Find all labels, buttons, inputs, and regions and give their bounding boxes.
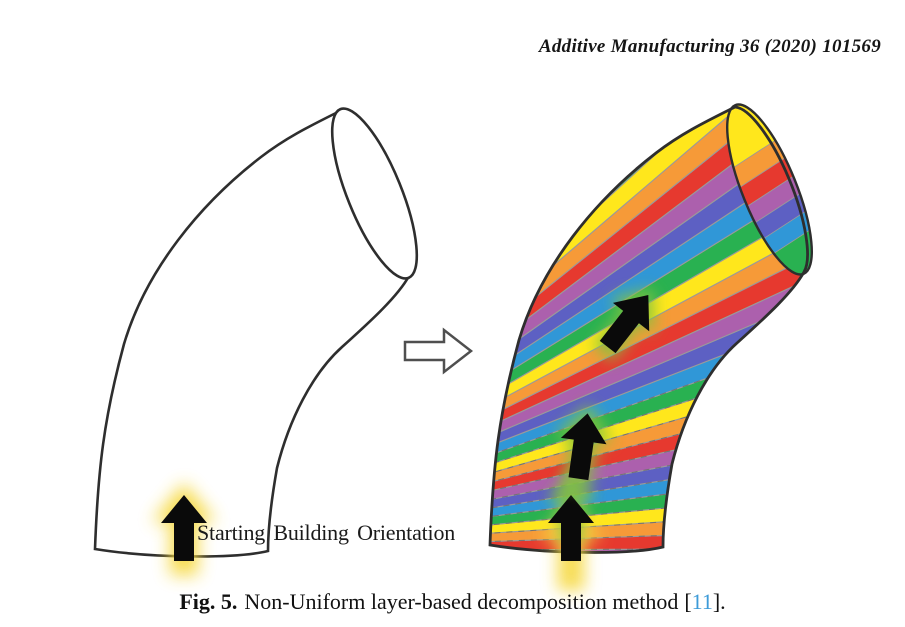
- starting-orientation-label: Starting Building Orientation: [197, 520, 456, 545]
- citation-bracket-open: [: [684, 589, 692, 614]
- build-arrow-bottom-icon: [548, 495, 594, 561]
- build-arrow-top-icon: [599, 294, 650, 354]
- citation-link[interactable]: 11: [691, 589, 713, 614]
- figure-caption: Fig. 5.Non-Uniform layer-based decomposi…: [0, 589, 905, 615]
- left-tube-outline: [93, 107, 419, 576]
- figure-caption-text: Non-Uniform layer-based decomposition me…: [244, 589, 679, 614]
- build-arrow-middle-icon: [560, 413, 607, 481]
- transform-arrow-icon: [403, 327, 474, 375]
- journal-header: Additive Manufacturing 36 (2020) 101569: [538, 36, 881, 57]
- citation-bracket-close: ].: [712, 589, 726, 614]
- figure-caption-label: Fig. 5.: [179, 589, 238, 614]
- starting-arrow-icon: [161, 495, 207, 561]
